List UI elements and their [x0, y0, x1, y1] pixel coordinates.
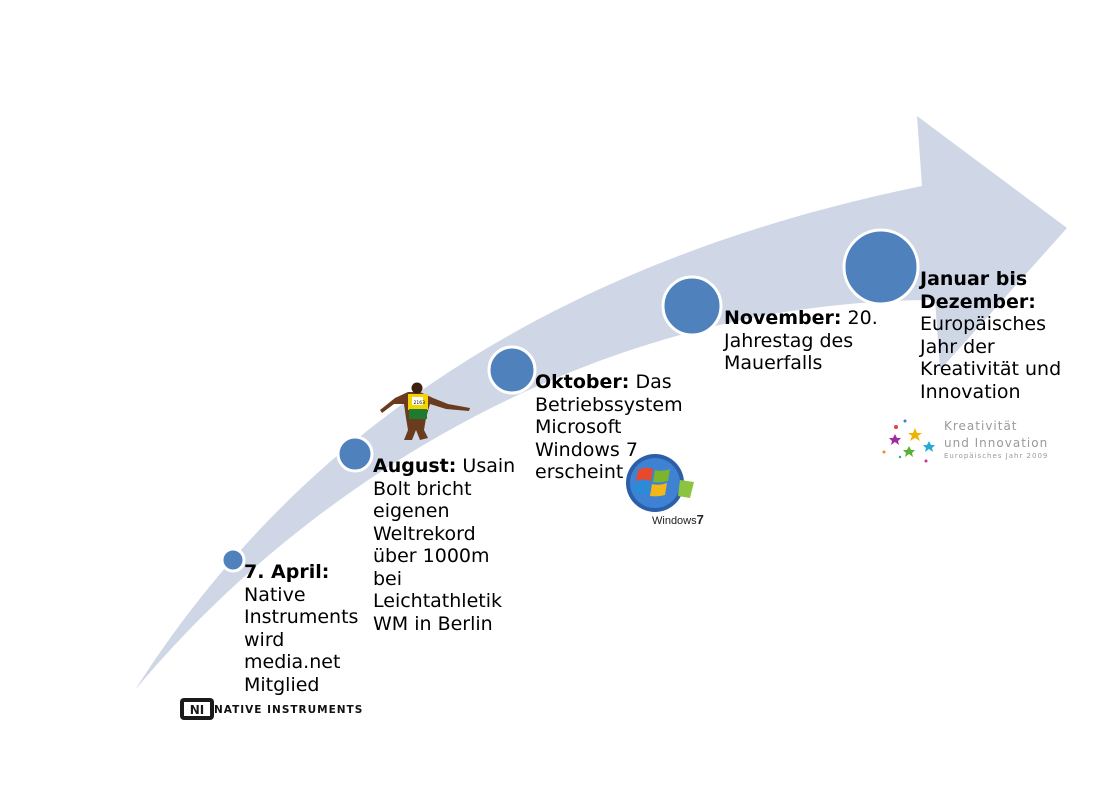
athlete-bib-number: 2163 — [414, 400, 426, 406]
milestone-august-text: Usain Bolt bricht eigenen Weltrekord übe… — [373, 455, 516, 635]
milestone-marker-november — [661, 275, 723, 337]
milestone-year-text: Europäisches Jahr der Kreativität und In… — [920, 313, 1062, 403]
milestone-markers — [220, 228, 920, 573]
milestone-august: August: Usain Bolt bricht eigenen Weltre… — [373, 455, 518, 635]
kreativitaet-stars-icon — [882, 419, 935, 463]
milestone-august-date: August: — [373, 455, 457, 477]
milestone-year: Januar bis Dezember: Europäisches Jahr d… — [920, 268, 1070, 403]
athlete-image — [380, 382, 470, 440]
milestone-april: 7. April: Native Instruments wird media.… — [244, 561, 364, 696]
milestone-november-text: 20. Jahrestag des Mauerfalls — [724, 307, 878, 374]
native-instruments-logo-text: NATIVE INSTRUMENTS — [214, 704, 364, 716]
windows-logo-version: 7 — [696, 512, 704, 527]
kreativitaet-line-2: und Innovation — [944, 436, 1049, 450]
timeline-arrow — [135, 116, 1067, 690]
milestone-november-date: November: — [724, 307, 842, 329]
kreativitaet-logo-text: Kreativität und Innovation Europäisches … — [944, 418, 1048, 461]
kreativitaet-line-3: Europäisches Jahr 2009 — [944, 452, 1049, 460]
milestone-marker-october — [487, 345, 537, 395]
milestone-april-text: Native Instruments wird media.net Mitgli… — [244, 583, 359, 696]
native-instruments-logo-letters: NI — [190, 703, 205, 717]
milestone-october-date: Oktober: — [535, 371, 630, 393]
windows-logo-word: Windows — [652, 515, 697, 527]
milestone-november: November: 20. Jahrestag des Mauerfalls — [724, 307, 884, 375]
kreativitaet-line-1: Kreativität — [944, 419, 1018, 433]
milestone-october-text: Das Betriebssystem Microsoft Windows 7 e… — [535, 371, 683, 483]
milestone-marker-april — [220, 547, 246, 573]
milestone-marker-august — [336, 435, 374, 473]
milestone-marker-year — [842, 228, 920, 306]
native-instruments-logo-mark: NI — [180, 698, 214, 720]
windows-logo — [626, 454, 694, 512]
milestone-year-date: Januar bis Dezember: — [920, 268, 1036, 313]
milestone-april-date: 7. April: — [244, 561, 330, 583]
milestone-october: Oktober: Das Betriebssystem Microsoft Wi… — [535, 371, 683, 484]
windows-logo-text: Windows7 — [652, 512, 704, 527]
